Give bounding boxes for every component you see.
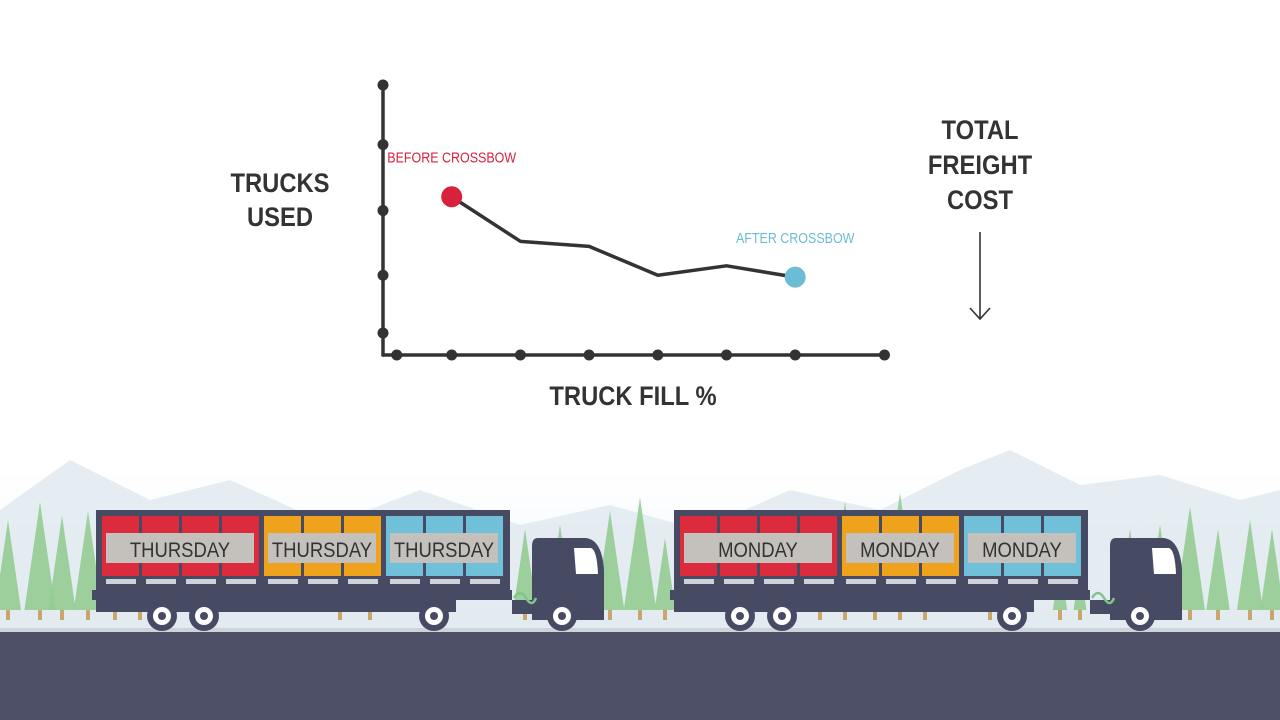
truck-left: THURSDAY THURSDAY THURSDAY [92,510,604,631]
day-label: THURSDAY [394,539,494,562]
pallet [724,579,754,584]
y-tick-dot [377,269,389,281]
x-axis-label: TRUCK FILL % [549,381,717,411]
cab-window [574,548,598,574]
day-sign [390,533,498,563]
x-tick-dot [652,349,664,361]
day-sign [268,533,376,563]
tree [1237,520,1263,620]
tree [513,529,537,620]
tree [623,497,657,620]
x-tick-dot [446,349,458,361]
undercarriage [96,598,456,612]
road [0,632,1280,720]
pallet [1048,579,1078,584]
pallet [804,579,834,584]
undercarriage [674,598,1034,612]
wheel-hub [158,612,166,620]
pallet [268,579,298,584]
pallet [968,579,998,584]
day-sign [968,533,1076,563]
day-label: THURSDAY [272,539,372,562]
wheel-hub [1136,612,1144,620]
pallet [846,579,876,584]
total-freight-cost-label: TOTAL FREIGHT COST [927,115,1033,215]
truck-right: MONDAY MONDAY MONDAY [670,510,1182,631]
road-edge [0,628,1280,632]
pallet [348,579,378,584]
tree [73,511,103,620]
pallet [926,579,956,584]
line-chart: BEFORE CROSSBOW AFTER CROSSBOW [377,79,891,361]
y-tick-dot [377,79,389,91]
pallet [308,579,338,584]
day-label: THURSDAY [130,539,230,562]
chassis [92,590,512,600]
tree [1175,506,1205,620]
air-hose [512,591,538,605]
day-sign [684,533,832,563]
pallet [226,579,256,584]
wheel-hub [1008,612,1016,620]
pallet [186,579,216,584]
before-crossbow-label: BEFORE CROSSBOW [387,150,516,166]
cab-window [1152,548,1176,574]
y-tick-dot [377,205,389,217]
pallet [146,579,176,584]
pallet [764,579,794,584]
pallet [390,579,420,584]
x-tick-dot [721,349,732,361]
tree [0,520,21,620]
tree [1260,529,1280,620]
pallet [684,579,714,584]
x-tick-dot [583,349,595,361]
after-crossbow-label: AFTER CROSSBOW [736,230,855,246]
pallet [470,579,500,584]
tree [48,515,76,620]
y-axis-label: TRUCKS USED [230,168,330,232]
pallet [106,579,136,584]
y-tick-dot [377,327,389,339]
day-label: MONDAY [982,539,1062,562]
y-tick-dot [377,139,389,151]
x-tick-dot [789,349,801,361]
pallet [1008,579,1038,584]
day-sign [106,533,254,563]
pallet [430,579,460,584]
day-label: MONDAY [860,539,940,562]
series-line [450,195,796,279]
tree [1206,529,1230,620]
air-hose [1090,591,1116,605]
tree [24,502,56,620]
pallet [886,579,916,584]
wheel-hub [778,612,786,620]
wheel-hub [736,612,744,620]
wheel-hub [558,612,566,620]
wheel-hub [200,612,208,620]
wheel-hub [430,612,438,620]
day-sign [846,533,954,563]
chassis [670,590,1090,600]
day-label: MONDAY [718,539,798,562]
before-crossbow-point [441,186,463,208]
x-tick-dot [391,349,403,361]
arrow-down-icon [969,232,991,321]
x-tick-dot [879,349,891,361]
after-crossbow-point [784,266,806,288]
x-tick-dot [514,349,526,361]
